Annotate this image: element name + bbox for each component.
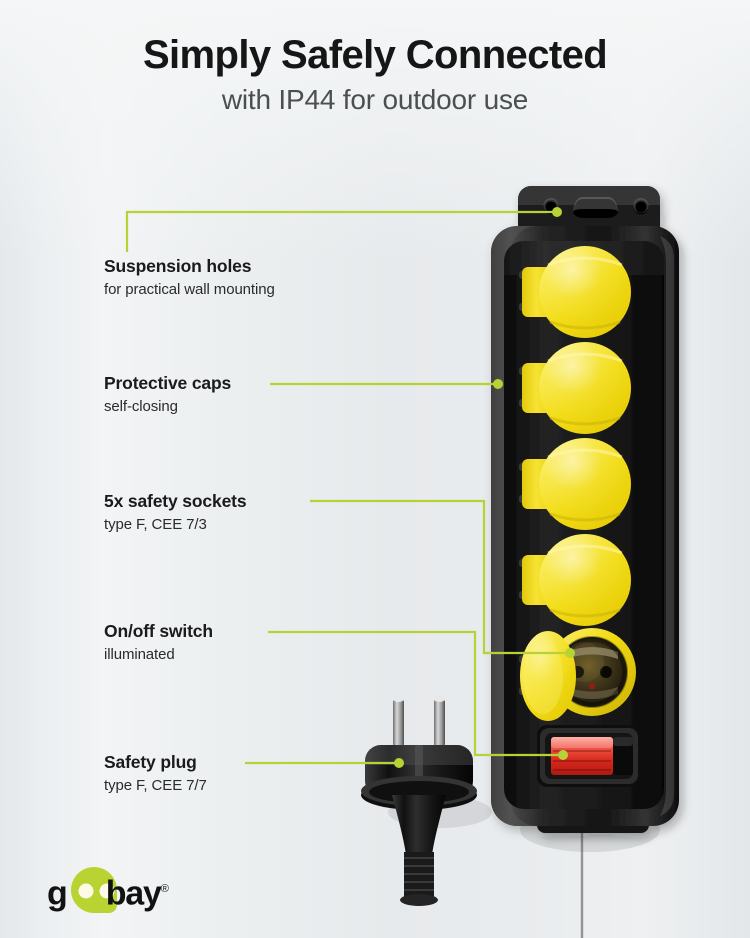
onoff-switch[interactable] <box>537 725 641 787</box>
logo-text-g: g <box>47 874 68 913</box>
logo-registered-mark: ® <box>160 883 169 895</box>
logo-text-bay: bay <box>105 874 162 913</box>
callout-subtitle: self-closing <box>104 398 178 415</box>
callout-safety-sockets: 5x safety sockets type F, CEE 7/3 <box>104 491 247 533</box>
logo-text: goobay® <box>47 869 169 913</box>
protective-cap[interactable] <box>519 342 631 434</box>
callout-title: 5x safety sockets <box>104 491 247 511</box>
logo-wordmark <box>78 883 115 899</box>
callout-title: Suspension holes <box>104 256 252 276</box>
page-subtitle: with IP44 for outdoor use <box>221 84 529 116</box>
callout-subtitle: type F, CEE 7/7 <box>104 777 207 794</box>
goobay-logo: goobay® <box>47 867 217 913</box>
callout-protective-caps: Protective caps self-closing <box>104 373 231 415</box>
callout-title: Protective caps <box>104 373 232 393</box>
logo-text-oo: oo <box>67 874 106 912</box>
callout-suspension-holes: Suspension holes for practical wall moun… <box>104 256 275 298</box>
callout-onoff-switch: On/off switch illuminated <box>104 621 213 663</box>
protective-cap[interactable] <box>519 246 631 338</box>
callout-title: On/off switch <box>104 621 213 641</box>
page-title: Simply Safely Connected <box>142 33 608 77</box>
header: Simply Safely Connected with IP44 for ou… <box>0 33 750 116</box>
callout-subtitle: for practical wall mounting <box>104 281 275 298</box>
callout-safety-plug: Safety plug type F, CEE 7/7 <box>104 752 207 794</box>
callout-title: Safety plug <box>104 752 197 772</box>
callout-subtitle: illuminated <box>104 646 175 663</box>
callout-subtitle: type F, CEE 7/3 <box>104 516 207 533</box>
